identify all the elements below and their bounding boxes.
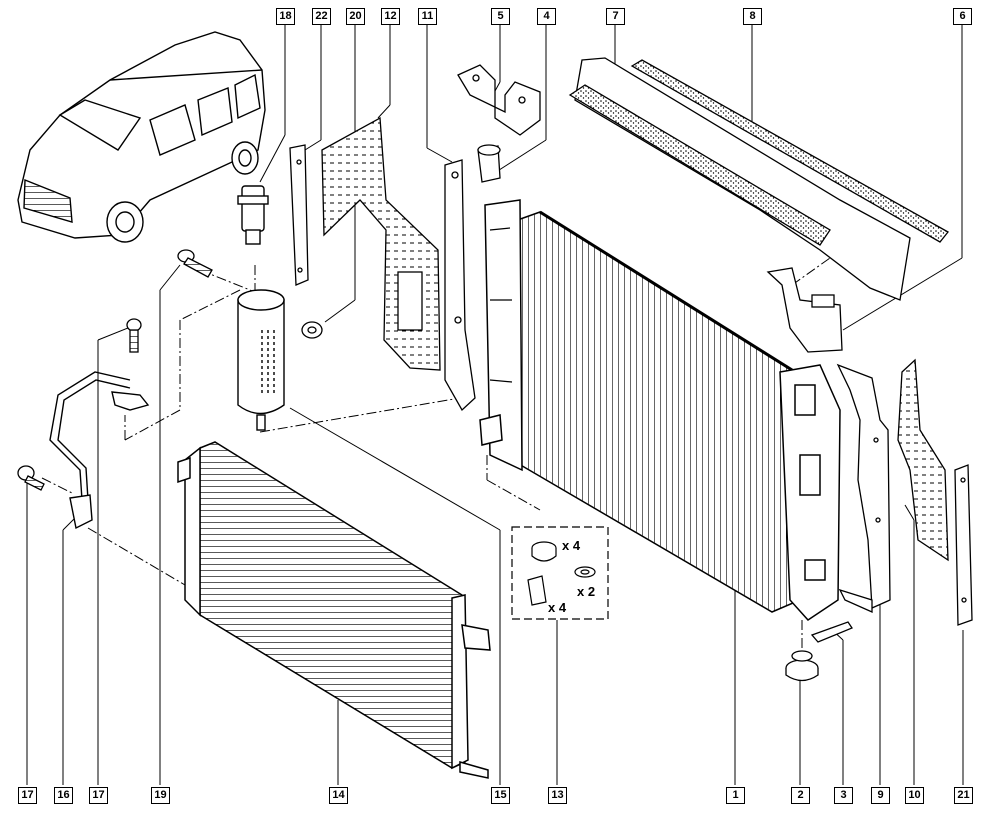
vehicle-illustration bbox=[17, 31, 266, 243]
leader-lines bbox=[26, 25, 964, 785]
callout-17-right: 17 bbox=[89, 787, 108, 804]
mount-4 bbox=[477, 144, 501, 183]
seal-strip-8 bbox=[630, 59, 949, 243]
callout-6: 6 bbox=[953, 8, 972, 25]
callout-11: 11 bbox=[418, 8, 437, 25]
callout-9: 9 bbox=[871, 787, 890, 804]
radiator-1 bbox=[479, 199, 841, 621]
callout-14: 14 bbox=[329, 787, 348, 804]
grommet-2 bbox=[785, 650, 819, 682]
callout-17-left: 17 bbox=[18, 787, 37, 804]
clip-3 bbox=[810, 621, 853, 643]
bracket-6 bbox=[766, 267, 843, 353]
callout-22: 22 bbox=[312, 8, 331, 25]
upper-cross-member-7 bbox=[568, 57, 911, 301]
top-bracket-5 bbox=[457, 64, 541, 136]
bracket-21 bbox=[954, 464, 973, 626]
side-bracket-9 bbox=[836, 363, 891, 614]
bracket-11 bbox=[444, 159, 476, 412]
callout-4: 4 bbox=[537, 8, 556, 25]
callout-15: 15 bbox=[491, 787, 510, 804]
pressure-switch bbox=[237, 185, 269, 245]
callout-5: 5 bbox=[491, 8, 510, 25]
callout-20: 20 bbox=[346, 8, 365, 25]
kit-quantity-labels: x 4 x 2 x 4 bbox=[548, 538, 595, 615]
callout-13: 13 bbox=[548, 787, 567, 804]
bolt-17-upper bbox=[126, 318, 142, 353]
kit-quantity-washers: x 2 bbox=[577, 584, 595, 599]
receiver-drier bbox=[237, 289, 285, 431]
kit-quantity-grommets: x 4 bbox=[562, 538, 581, 553]
fixing-kit-13 bbox=[511, 526, 609, 620]
kit-quantity-clips: x 4 bbox=[548, 600, 567, 615]
callout-16: 16 bbox=[54, 787, 73, 804]
callout-8: 8 bbox=[743, 8, 762, 25]
bolt-19 bbox=[177, 249, 213, 278]
bracket-22 bbox=[289, 144, 309, 286]
callout-21: 21 bbox=[954, 787, 973, 804]
refrigerant-pipe-16 bbox=[49, 371, 150, 530]
callout-12: 12 bbox=[381, 8, 400, 25]
callout-1: 1 bbox=[726, 787, 745, 804]
bolt-17-lower bbox=[17, 465, 45, 491]
callout-18: 18 bbox=[276, 8, 295, 25]
nut-20 bbox=[301, 321, 323, 339]
condenser-14 bbox=[177, 441, 491, 779]
air-deflector-12 bbox=[321, 116, 441, 371]
callout-2: 2 bbox=[791, 787, 810, 804]
callout-7: 7 bbox=[606, 8, 625, 25]
callout-10: 10 bbox=[905, 787, 924, 804]
side-deflector-10 bbox=[897, 358, 949, 562]
callout-3: 3 bbox=[834, 787, 853, 804]
callout-19: 19 bbox=[151, 787, 170, 804]
